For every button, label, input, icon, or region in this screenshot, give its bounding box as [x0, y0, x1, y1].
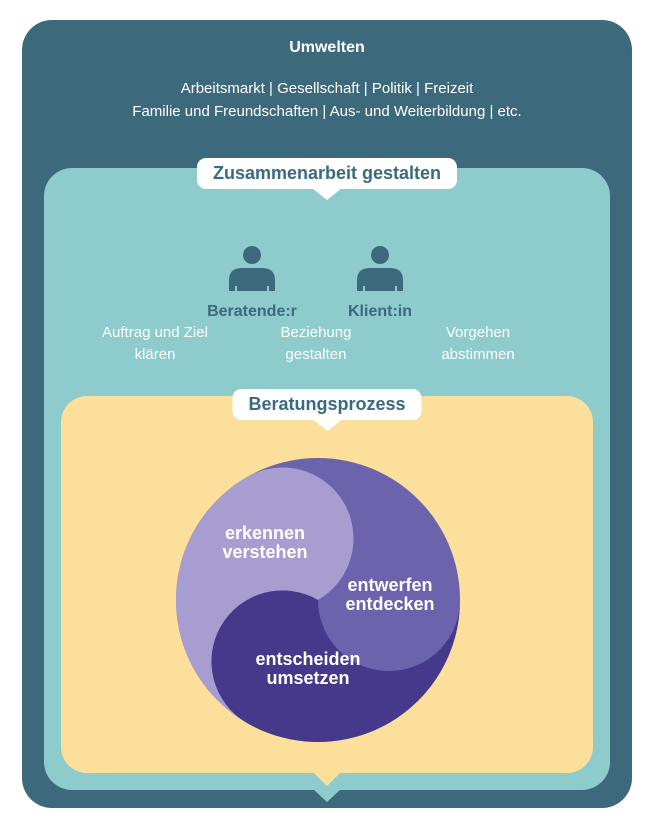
phase-label: entscheiden umsetzen [255, 650, 360, 688]
task-item: Beziehung gestalten [281, 322, 352, 366]
phase-label: erkennen verstehen [222, 524, 307, 562]
task-line: abstimmen [441, 346, 515, 363]
phase-label: entwerfen entdecken [345, 576, 434, 614]
process-circle: erkennen verstehen entwerfen entdecken e… [175, 458, 460, 743]
bubble-tail-down-icon [311, 419, 342, 431]
phase-line: entscheiden [255, 649, 361, 669]
phase-line: entdecken [345, 594, 435, 614]
phase-line: verstehen [222, 542, 308, 562]
collaboration-label-bubble: Zusammenarbeit gestalten [196, 158, 458, 200]
umwelten-environments: Arbeitsmarkt | Gesellschaft | Politik | … [22, 77, 632, 123]
task-line: Vorgehen [445, 324, 511, 341]
umwelten-title: Umwelten [289, 39, 365, 56]
phase-swirl-diagram [175, 458, 460, 743]
process-box: Beratungsprozess erkennen verstehen entw [61, 389, 593, 786]
person-label: Klient:in [348, 303, 412, 320]
collaboration-box-tail-icon [313, 789, 341, 802]
person-group-klientin: Klient:in [320, 246, 440, 321]
phase-line: erkennen [224, 523, 306, 543]
process-label: Beratungsprozess [248, 394, 406, 414]
umwelten-box: Umwelten Arbeitsmarkt | Gesellschaft | P… [22, 20, 632, 808]
task-line: gestalten [285, 346, 347, 363]
task-item: Auftrag und Ziel klären [102, 322, 208, 366]
process-label-bubble: Beratungsprozess [232, 389, 422, 431]
phase-line: entwerfen [347, 575, 433, 595]
task-line: klären [134, 346, 176, 363]
task-item: Vorgehen abstimmen [441, 322, 514, 366]
phase-erkennen-segment [175, 467, 354, 723]
person-group-beratende: Beratende:r [192, 246, 312, 321]
process-box-tail-icon [313, 772, 341, 786]
umwelten-line-1: Arbeitsmarkt | Gesellschaft | Politik | … [180, 80, 474, 97]
task-line: Auftrag und Ziel [102, 324, 208, 341]
phase-entscheiden-segment [211, 590, 460, 743]
phase-line: umsetzen [266, 668, 350, 688]
bubble-tail-down-icon [311, 188, 342, 200]
person-icon [357, 246, 403, 291]
person-label: Beratende:r [207, 303, 297, 320]
collaboration-box: Zusammenarbeit gestalten Beratende:r Kli… [44, 158, 610, 802]
task-line: Beziehung [280, 324, 352, 341]
collaboration-label: Zusammenarbeit gestalten [212, 163, 442, 183]
umwelten-line-2: Familie und Freundschaften | Aus- und We… [132, 103, 522, 120]
person-icon [229, 246, 275, 291]
